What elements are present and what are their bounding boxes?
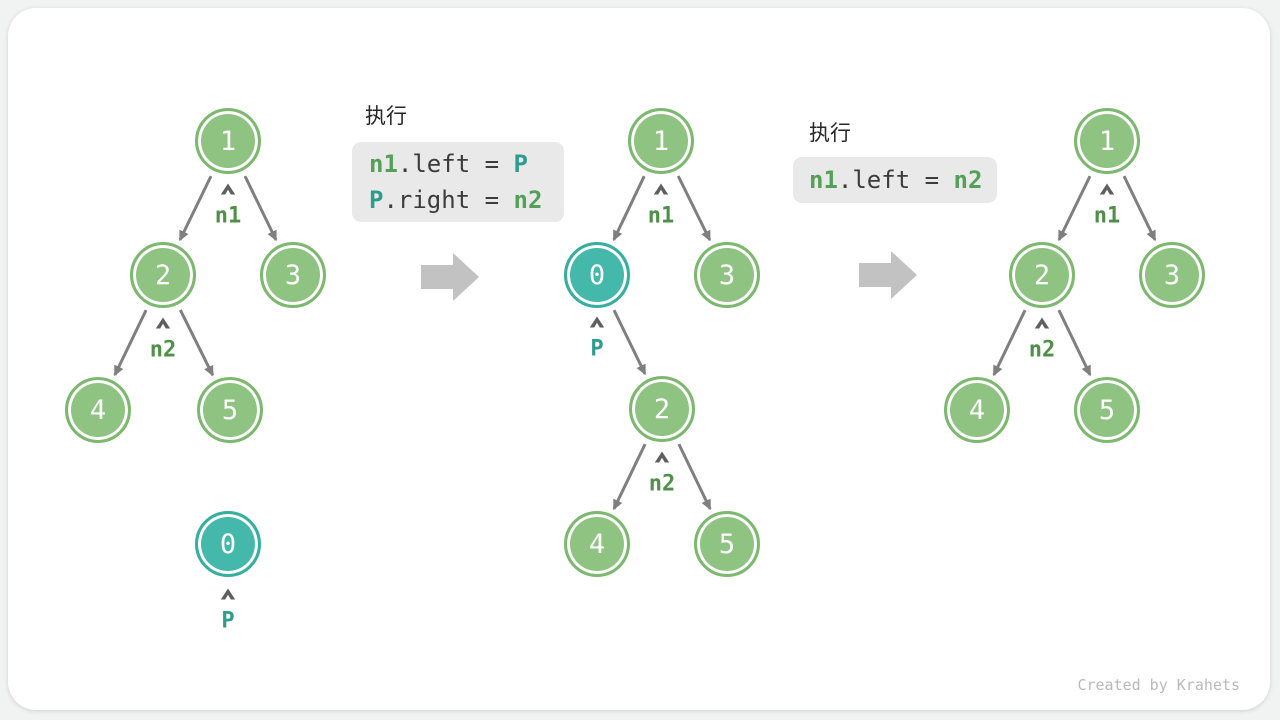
watermark: Created by Krahets — [1077, 676, 1240, 694]
code-token-P: P — [369, 186, 384, 214]
tree2-node-5: 5 — [694, 511, 760, 577]
tree1-pointer-n1: n1 — [214, 203, 242, 229]
code-line: P.right = n2 — [352, 182, 564, 218]
tree1-node-4: 4 — [65, 377, 131, 443]
up-caret-icon — [653, 451, 671, 463]
code-token-n2: n2 — [953, 166, 983, 194]
tree3-node-1: 1 — [1074, 108, 1140, 174]
tree1-pointer-n2: n2 — [149, 337, 177, 363]
diagram-canvas — [8, 8, 1270, 710]
code-line: n1.left = P — [352, 146, 564, 182]
code-block-1: n1.left = P P.right = n2 — [352, 142, 564, 222]
tree3-node-2: 2 — [1009, 242, 1075, 308]
tree2-pointer-n2: n2 — [648, 471, 676, 497]
tree3-node-3: 3 — [1139, 242, 1205, 308]
tree3-pointer-n1: n1 — [1093, 203, 1121, 229]
up-caret-icon — [219, 588, 237, 600]
tree2-node-1: 1 — [628, 108, 694, 174]
code-token-n2: n2 — [513, 186, 543, 214]
code-token-right-assign: .right = — [383, 186, 514, 214]
tree1-node-0: 0 — [195, 511, 261, 577]
exec-header-2: 执行 — [809, 122, 851, 145]
tree2-pointer-n1: n1 — [647, 203, 675, 229]
tree3-node-4: 4 — [944, 377, 1010, 443]
tree2-pointer-P: P — [590, 336, 604, 362]
tree3-node-5: 5 — [1074, 377, 1140, 443]
tree2-node-4: 4 — [564, 511, 630, 577]
tree2-node-2: 2 — [629, 376, 695, 442]
code-block-2: n1.left = n2 — [793, 157, 997, 203]
exec-header-1: 执行 — [365, 105, 407, 128]
up-caret-icon — [1033, 317, 1051, 329]
tree2-node-3: 3 — [694, 242, 760, 308]
code-token-n1: n1 — [809, 166, 838, 194]
code-token-left-assign: .left = — [837, 166, 954, 194]
up-caret-icon — [652, 183, 670, 195]
tree1-node-5: 5 — [197, 377, 263, 443]
tree1-node-1: 1 — [195, 108, 261, 174]
up-caret-icon — [219, 183, 237, 195]
tree3-pointer-n2: n2 — [1028, 337, 1056, 363]
code-token-left-assign: .left = — [397, 150, 514, 178]
tree1-pointer-P: P — [221, 608, 235, 634]
code-token-P: P — [513, 150, 528, 178]
up-caret-icon — [154, 317, 172, 329]
code-line: n1.left = n2 — [793, 162, 997, 198]
code-token-n1: n1 — [369, 150, 398, 178]
tree1-node-3: 3 — [260, 242, 326, 308]
tree2-node-0: 0 — [564, 242, 630, 308]
up-caret-icon — [1098, 183, 1116, 195]
up-caret-icon — [588, 316, 606, 328]
tree1-node-2: 2 — [130, 242, 196, 308]
